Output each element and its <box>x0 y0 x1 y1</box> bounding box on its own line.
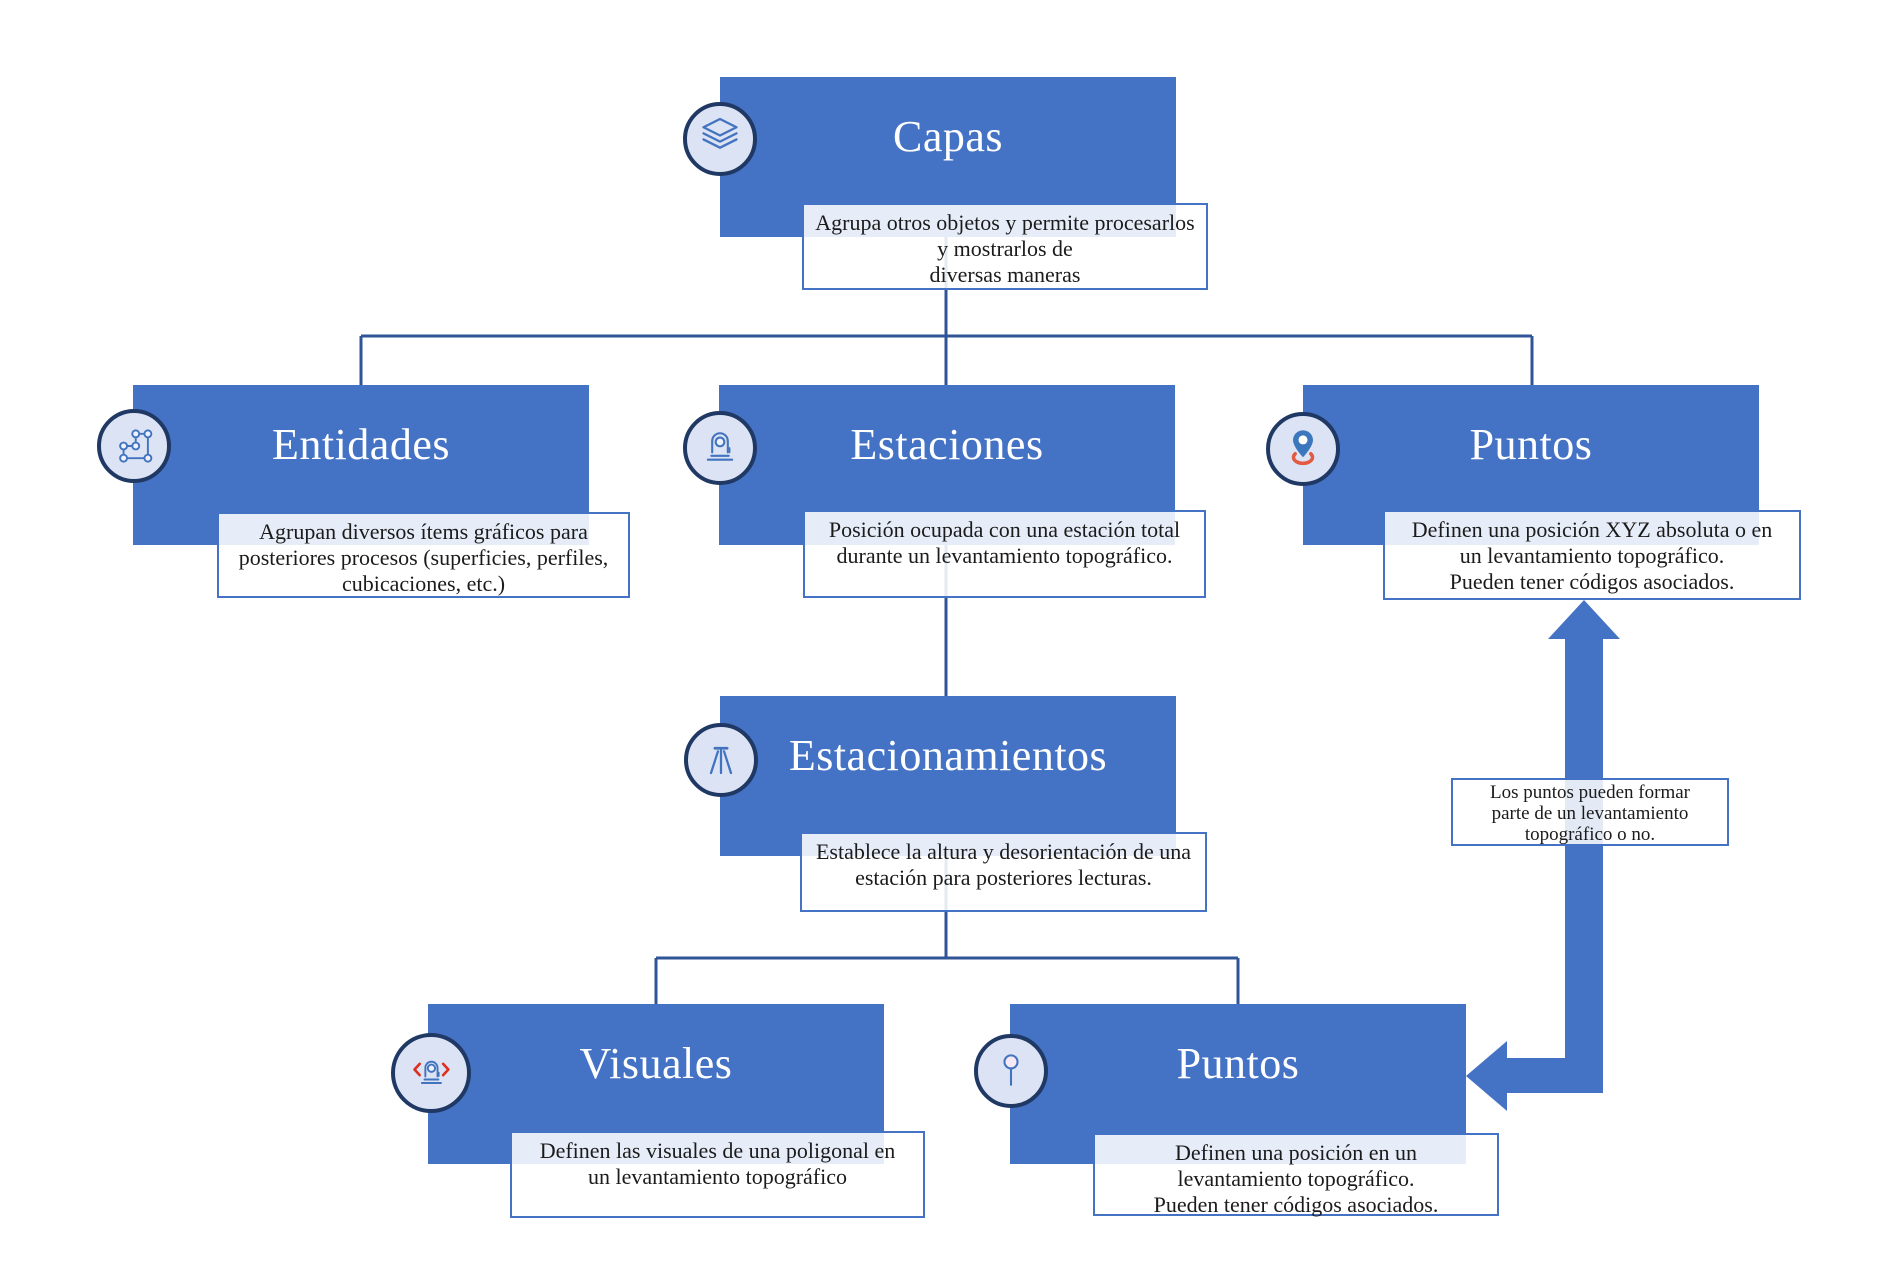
node-estacionamientos-title: Estacionamientos <box>788 731 1108 780</box>
elbow-arrow <box>1466 600 1620 1111</box>
node-visuales-description: Definen las visuales de una poligonal en… <box>510 1131 925 1218</box>
node-puntos-title: Puntos <box>1469 420 1593 469</box>
node-estaciones-description: Posición ocupada con una estación total … <box>803 510 1206 598</box>
node-visuales-title: Visuales <box>579 1039 733 1088</box>
total-station-icon <box>683 411 757 485</box>
tripod-icon <box>684 723 758 797</box>
node-estaciones-title: Estaciones <box>850 420 1044 469</box>
node-visuales: Visuales <box>428 1004 884 1164</box>
node-estacionamientos-description: Establece la altura y desorientación de … <box>800 832 1207 912</box>
node-puntos-levantamiento-description: Definen una posición en un levantamiento… <box>1093 1133 1499 1217</box>
node-puntos-levantamiento-title: Puntos <box>1176 1039 1300 1088</box>
node-capas-description: Agrupa otros objetos y permite procesarl… <box>802 203 1208 290</box>
node-entidades-title: Entidades <box>271 420 450 469</box>
station-sight-icon <box>391 1033 471 1113</box>
node-puntos-description: Definen una posición XYZ absoluta o en u… <box>1383 510 1801 600</box>
map-pin-icon <box>1266 412 1340 486</box>
node-capas-title: Capas <box>892 112 1004 161</box>
annotation-note: Los puntos pueden formar parte de un lev… <box>1451 778 1729 846</box>
survey-pin-icon <box>974 1034 1048 1108</box>
layers-icon <box>683 102 757 176</box>
node-entidades-description: Agrupan diversos ítems gráficos para pos… <box>217 512 630 598</box>
polygon-nodes-icon <box>97 409 171 483</box>
node-estacionamientos: Estacionamientos <box>720 696 1176 856</box>
